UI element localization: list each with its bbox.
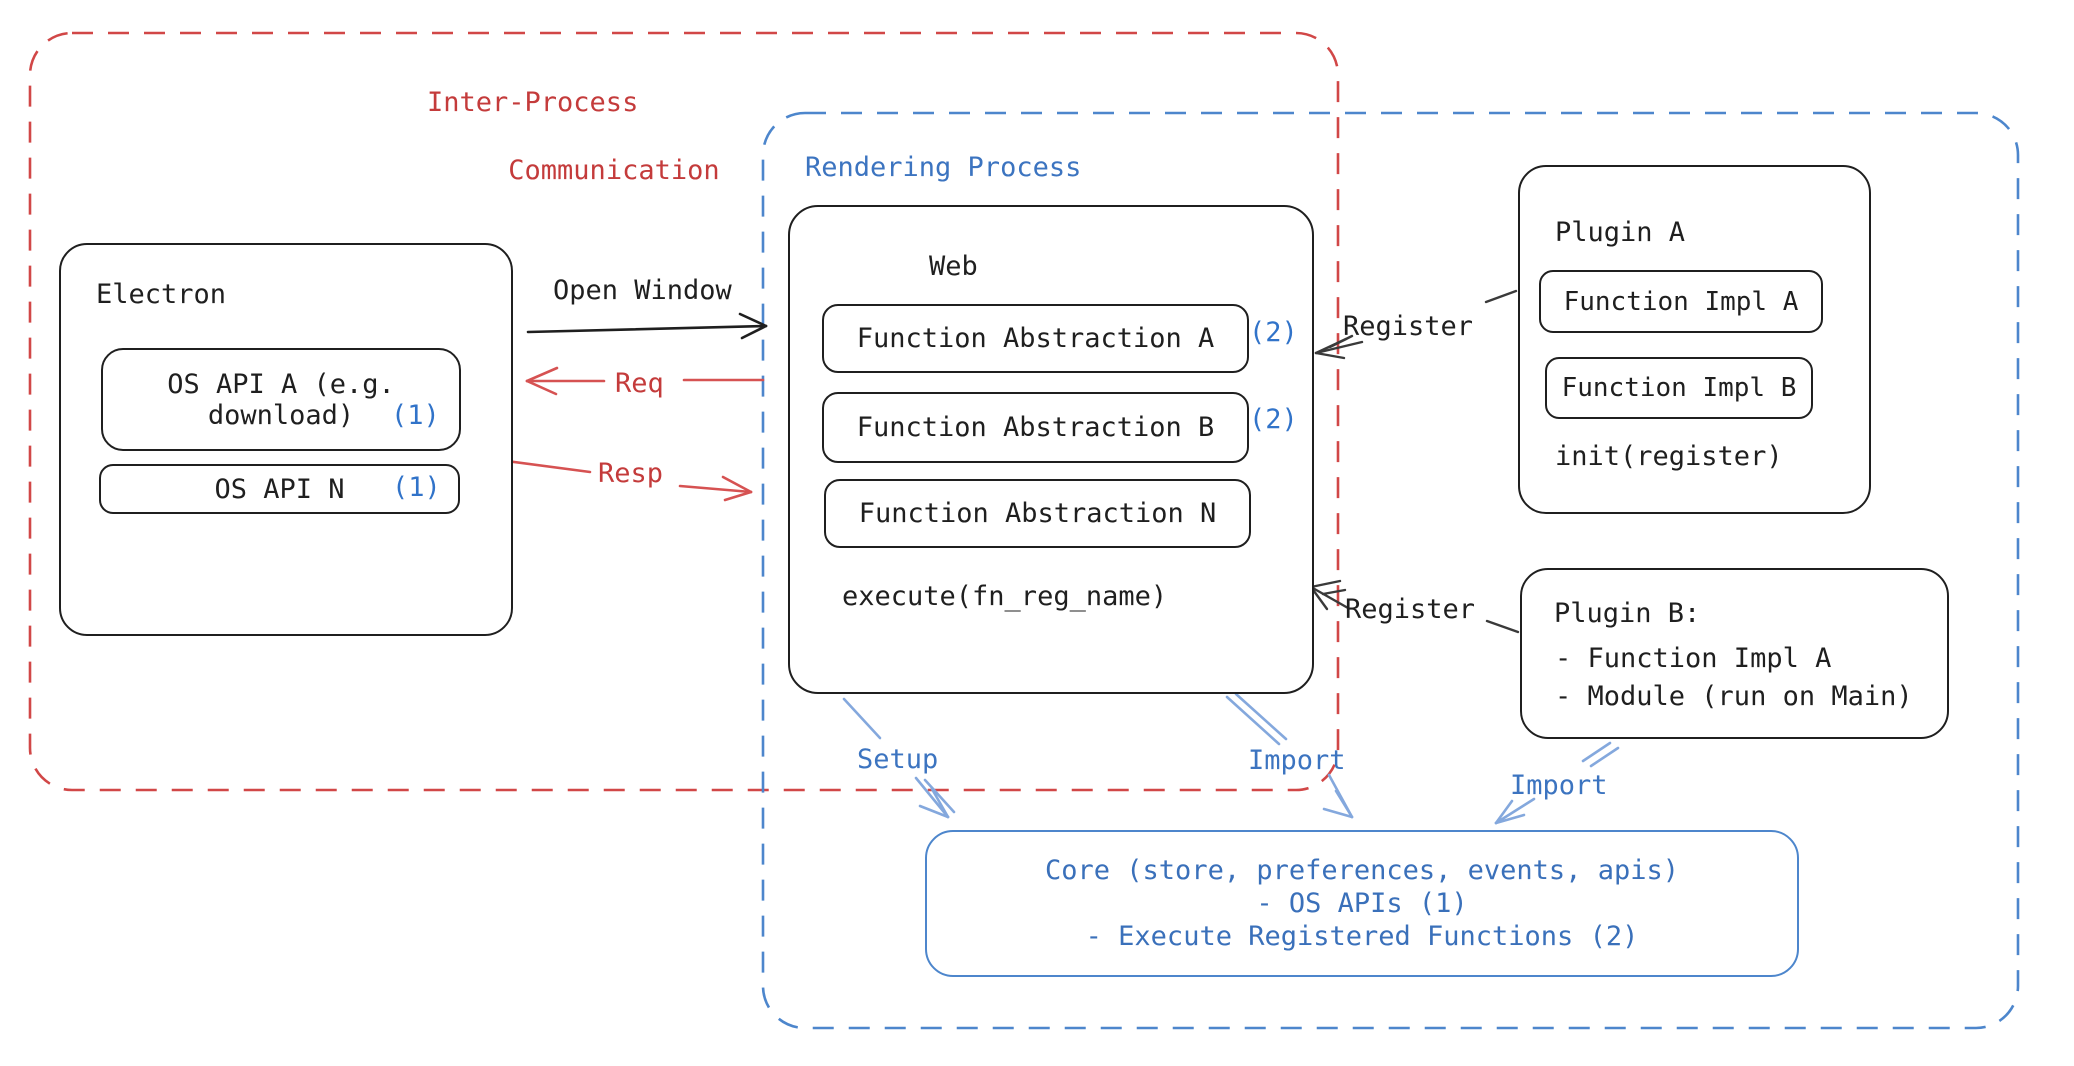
execute-label: execute(fn_reg_name) (842, 581, 1168, 612)
open-window-label: Open Window (553, 275, 732, 306)
web-box: Web Function Abstraction A (2) Function … (788, 205, 1314, 694)
core-line-2: - OS APIs (1) (1256, 888, 1468, 919)
plugin-b-item-1: - Function Impl A (1555, 643, 1832, 674)
import-right-label: Import (1510, 770, 1608, 801)
ipc-label-line2: Communication (508, 155, 720, 186)
init-register-label: init(register) (1555, 441, 1783, 472)
function-impl-a-box: Function Impl A (1539, 270, 1823, 333)
function-abstraction-b-label: Function Abstraction B (856, 412, 1215, 443)
os-api-n-ref: (1) (392, 472, 441, 503)
core-box: Core (store, preferences, events, apis) … (925, 830, 1799, 977)
plugin-b-box: Plugin B: - Function Impl A - Module (ru… (1520, 568, 1949, 739)
setup-label: Setup (857, 744, 939, 775)
os-api-a-box: OS API A (e.g. download) (1) (101, 348, 461, 451)
import-left-label: Import (1248, 745, 1346, 776)
electron-box: Electron OS API A (e.g. download) (1) OS… (59, 243, 513, 636)
resp-label: Resp (598, 458, 664, 489)
req-label: Req (615, 368, 664, 399)
os-api-n-box: OS API N (1) (99, 464, 460, 514)
core-line-1: Core (store, preferences, events, apis) (1045, 855, 1679, 886)
function-abstraction-b-box: Function Abstraction B (822, 392, 1249, 463)
open-window-arrow (526, 312, 768, 340)
function-impl-b-label: Function Impl B (1561, 373, 1797, 403)
function-abstraction-n-box: Function Abstraction N (824, 479, 1251, 548)
plugin-b-title: Plugin B: (1554, 598, 1701, 629)
os-api-n-label: OS API N (214, 473, 345, 505)
os-api-a-label-line2: download) (207, 399, 355, 431)
core-line-3: - Execute Registered Functions (2) (1085, 921, 1639, 952)
register-bottom-label: Register (1345, 594, 1476, 625)
function-abstraction-a-ref: (2) (1249, 317, 1298, 348)
plugin-b-item-2: - Module (run on Main) (1555, 681, 1913, 712)
electron-title: Electron (96, 279, 227, 310)
rendering-region-label: Rendering Process (805, 152, 1082, 183)
register-top-label: Register (1343, 311, 1474, 342)
os-api-a-ref: (1) (391, 400, 440, 431)
plugin-a-title: Plugin A (1555, 217, 1686, 248)
plugin-a-box: Plugin A Function Impl A Function Impl B… (1518, 165, 1871, 514)
function-abstraction-a-label: Function Abstraction A (856, 323, 1215, 354)
ipc-label-line1: Inter-Process (427, 87, 639, 118)
web-title: Web (929, 251, 978, 282)
os-api-a-label-line1: OS API A (e.g. (167, 368, 395, 400)
function-impl-a-label: Function Impl A (1563, 286, 1799, 317)
function-abstraction-b-ref: (2) (1249, 404, 1298, 435)
ipc-region-label: Inter-Process Communication (427, 86, 720, 188)
function-abstraction-n-label: Function Abstraction N (858, 498, 1217, 529)
function-abstraction-a-box: Function Abstraction A (822, 304, 1249, 373)
function-impl-b-box: Function Impl B (1545, 357, 1813, 419)
